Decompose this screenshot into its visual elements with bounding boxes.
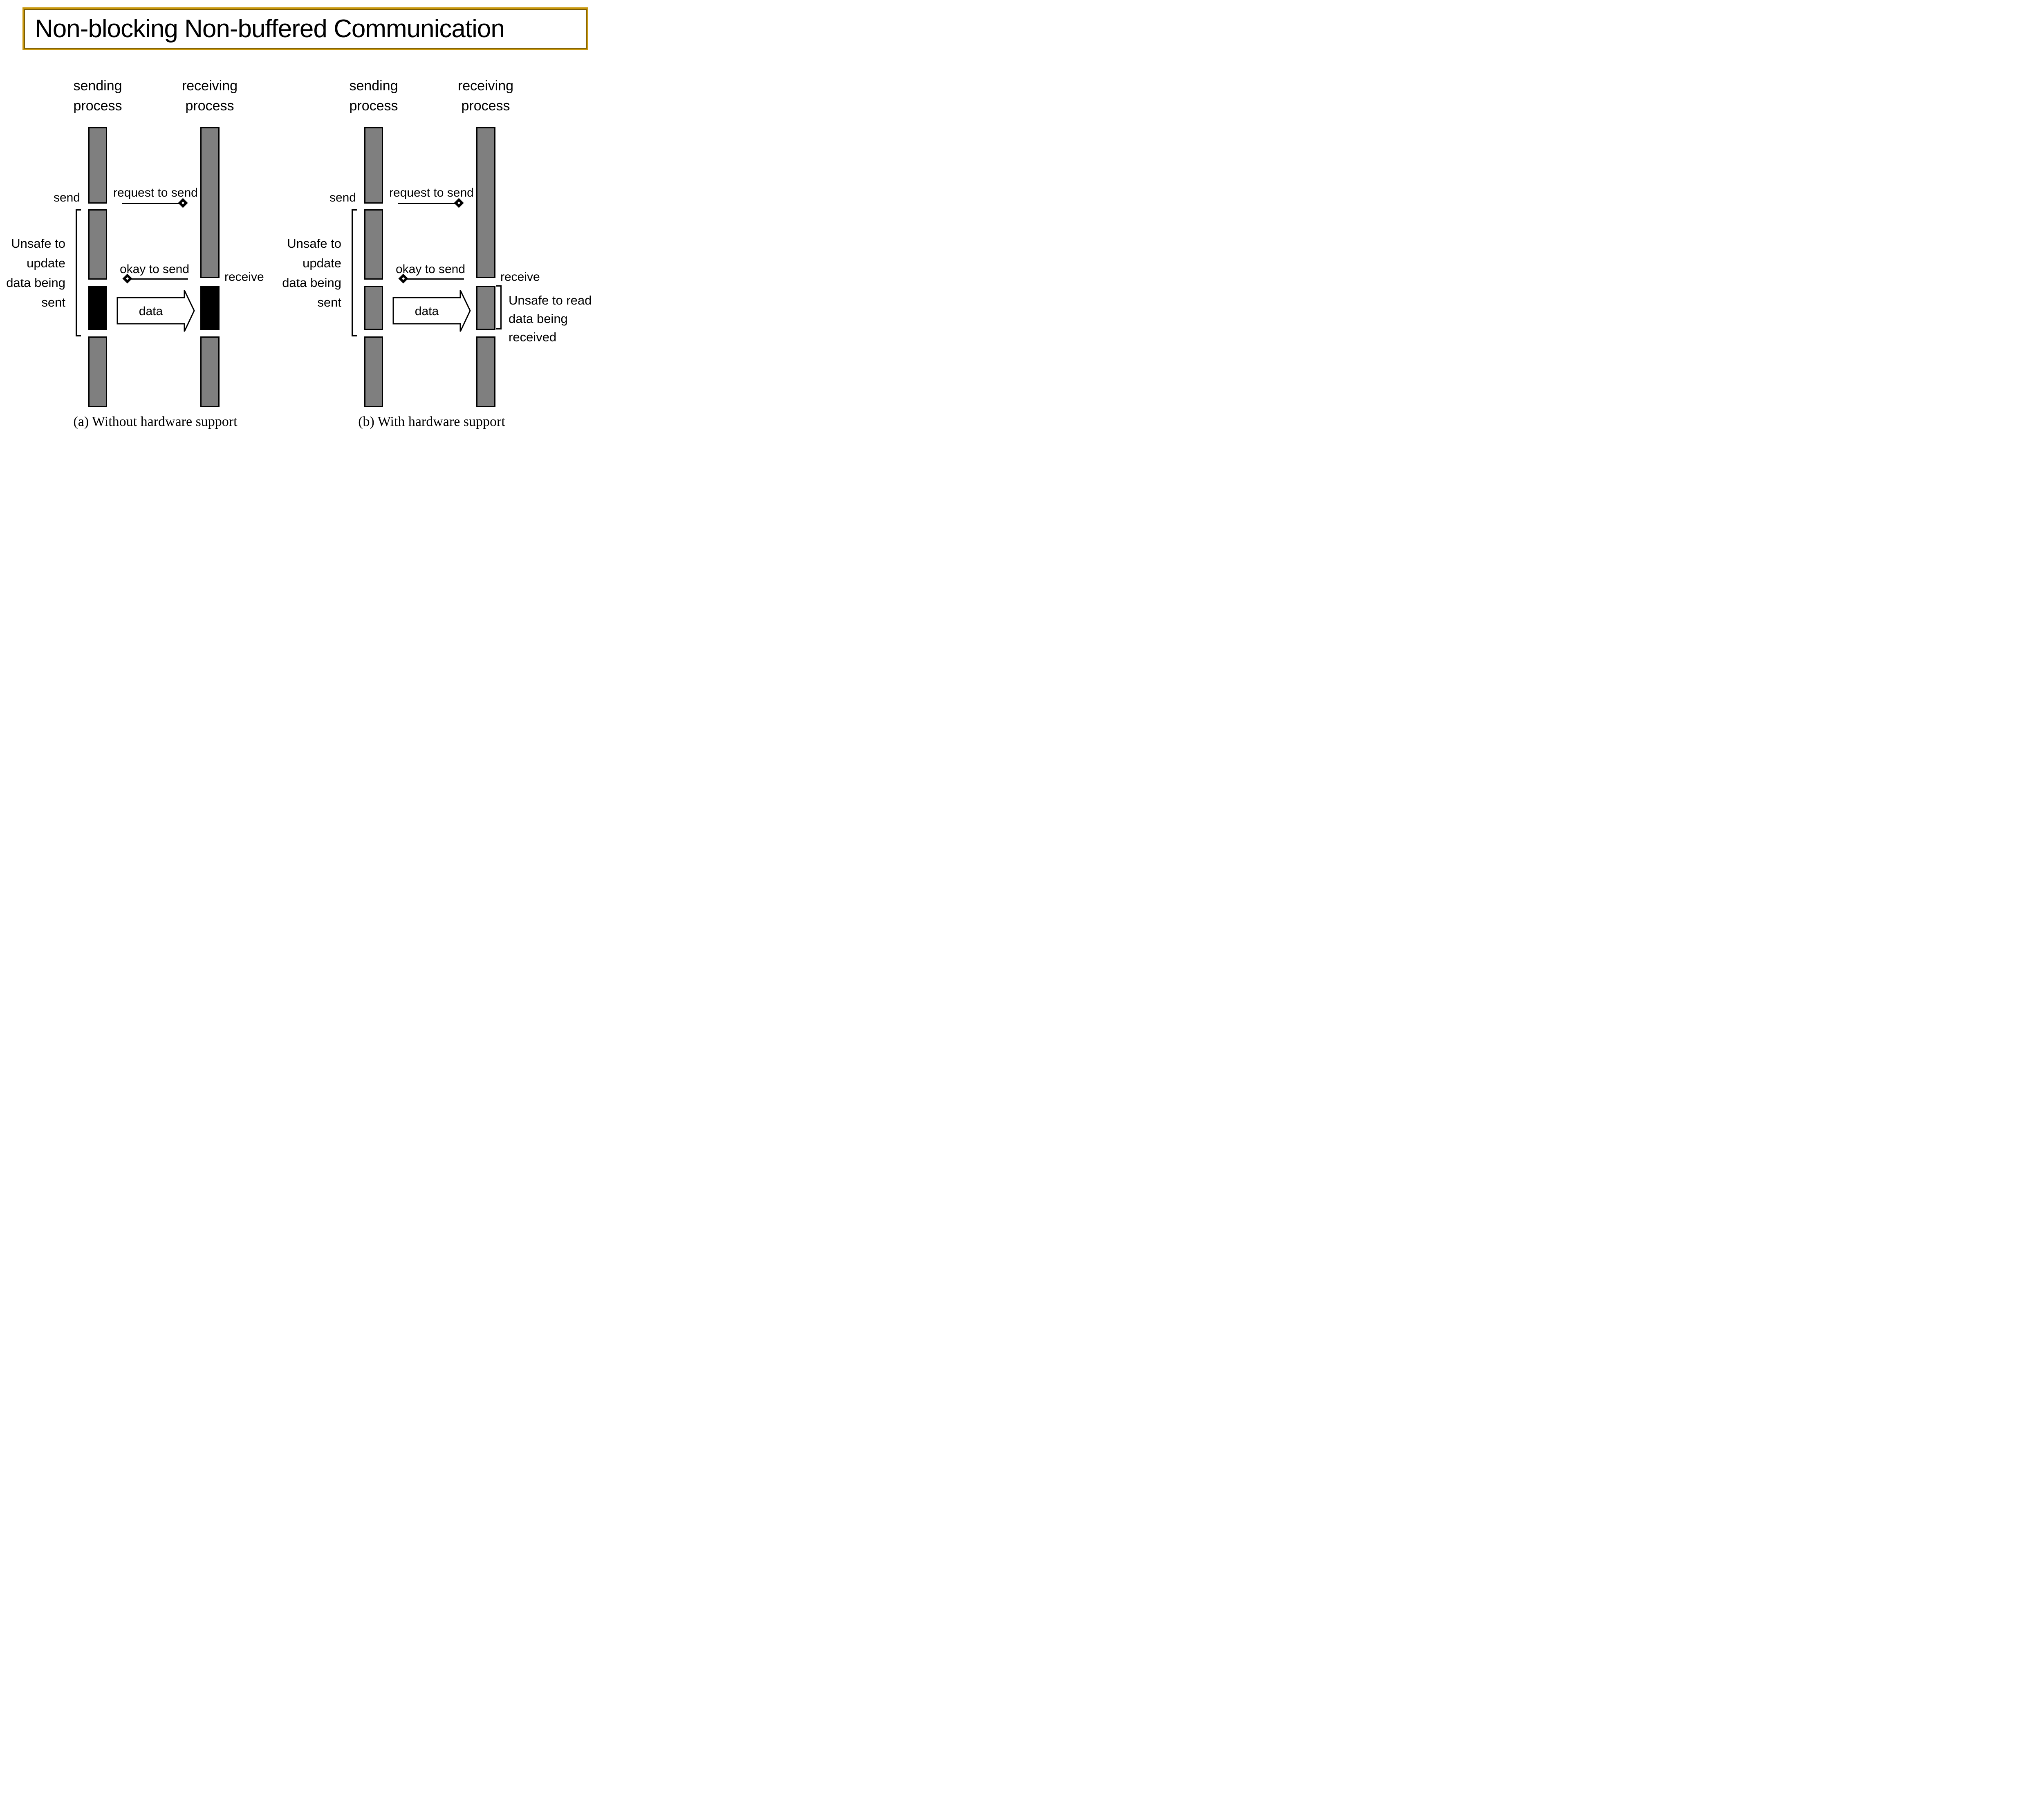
send-label: send: [53, 191, 80, 204]
title-box: Non-blocking Non-buffered Communication: [22, 7, 588, 50]
send-label: send: [329, 191, 356, 204]
diamond-hole: [126, 277, 129, 280]
sending-bar-segment: [364, 209, 383, 280]
diamond-hole: [181, 201, 185, 205]
sending-bar-segment: [88, 209, 107, 280]
caption-b: (b) With hardware support: [358, 414, 505, 429]
receive-label: receive: [500, 270, 540, 284]
data-arrow-label: data: [139, 305, 163, 318]
receive-label: receive: [224, 270, 264, 284]
receiving-bar-segment: [476, 336, 495, 407]
receiving-bar-segment: [200, 127, 220, 278]
receiving-bar-segment-unsafe: [200, 286, 220, 330]
unsafe-update-label: Unsafe to update data being sent: [282, 236, 341, 309]
diamond-hole: [401, 277, 405, 280]
sending-bar-segment: [88, 127, 107, 204]
diamond-hole: [457, 201, 461, 205]
unsafe-update-bracket: [352, 209, 357, 336]
sending-bar-segment: [364, 127, 383, 204]
slide-title: Non-blocking Non-buffered Communication: [35, 14, 505, 43]
request-to-send-label: request to send: [113, 186, 198, 199]
request-arrowhead-diamond-icon: [454, 198, 464, 208]
sending-process-label: sending process: [349, 78, 398, 114]
sending-bar-segment-unsafe: [88, 286, 107, 330]
unsafe-read-bracket: [496, 285, 502, 329]
okay-to-send-line: [130, 278, 188, 280]
data-arrow-label: data: [415, 305, 439, 318]
receiving-process-label: receiving process: [182, 78, 238, 114]
sending-bar-segment: [364, 336, 383, 407]
request-to-send-line: [398, 203, 457, 204]
slide: Non-blocking Non-buffered Communication …: [0, 0, 607, 449]
okay-to-send-label: okay to send: [395, 262, 466, 276]
receiving-bar-segment: [200, 336, 220, 407]
receiving-bar-segment: [476, 286, 495, 330]
request-to-send-line: [122, 203, 181, 204]
sending-process-label: sending process: [73, 78, 122, 114]
data-arrow-icon: [392, 290, 471, 332]
data-arrow-icon: [117, 290, 195, 332]
okay-to-send-label: okay to send: [119, 262, 190, 276]
caption-a: (a) Without hardware support: [73, 414, 238, 429]
sending-bar-segment: [364, 286, 383, 330]
unsafe-read-label: Unsafe to read data being received: [509, 293, 592, 344]
request-to-send-label: request to send: [389, 186, 474, 199]
unsafe-update-bracket: [76, 209, 81, 336]
unsafe-update-label: Unsafe to update data being sent: [6, 236, 65, 309]
request-arrowhead-diamond-icon: [178, 198, 188, 208]
receiving-bar-segment: [476, 127, 495, 278]
sending-bar-segment: [88, 336, 107, 407]
okay-to-send-line: [406, 278, 464, 280]
receiving-process-label: receiving process: [457, 78, 514, 114]
